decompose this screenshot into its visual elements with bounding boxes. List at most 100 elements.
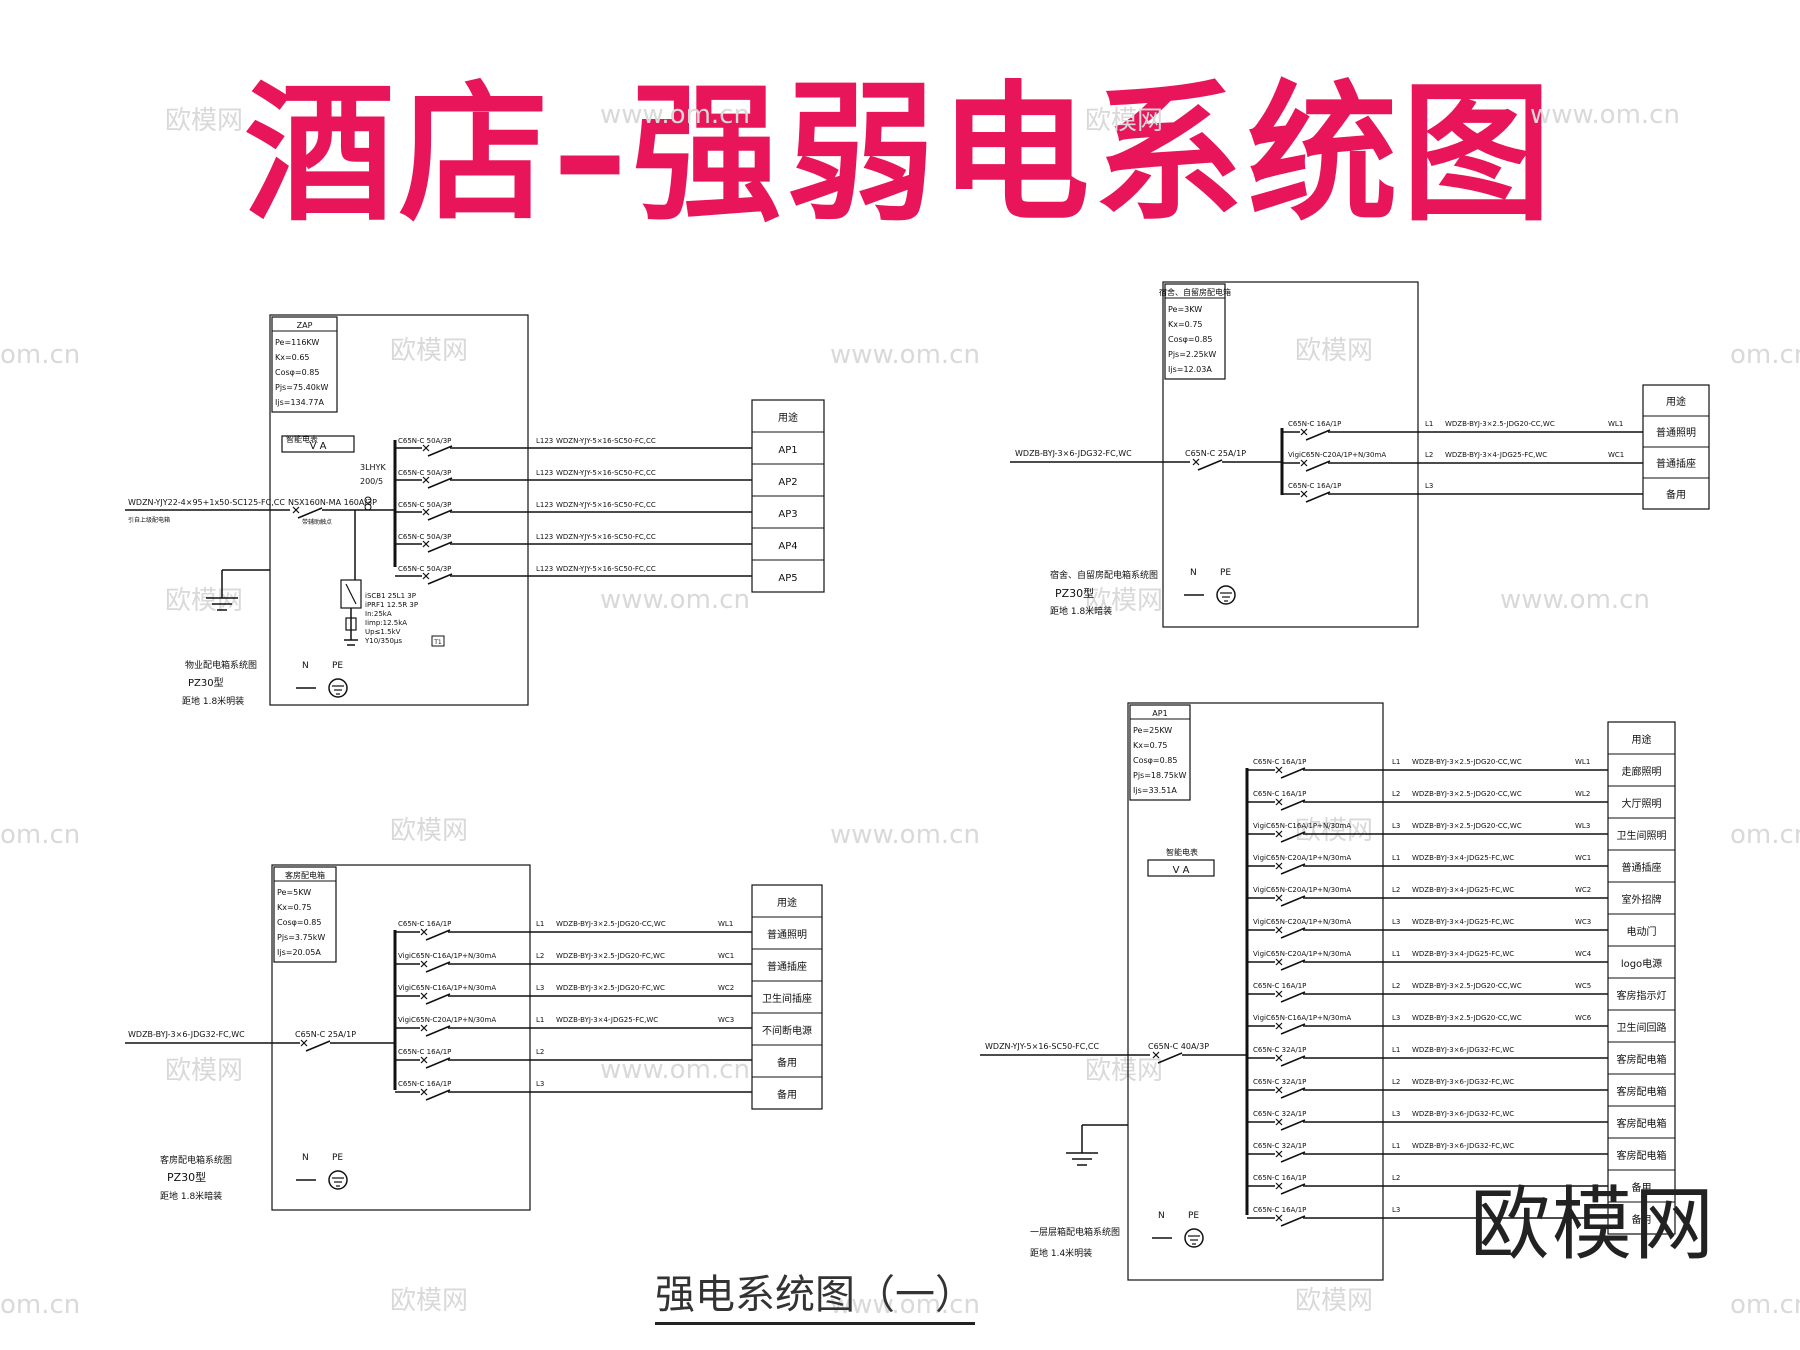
branch-cable: WDZB-BYJ-3×2.5-JDG20-CC,WC <box>1412 822 1522 830</box>
breaker-contact <box>420 928 428 936</box>
breaker-contact <box>422 508 430 516</box>
branch-breaker: VigiC65N-C20A/1P+N/30mA <box>1253 854 1351 862</box>
breaker-blade <box>1280 767 1306 779</box>
branch-breaker: VigiC65N-C20A/1P+N/30mA <box>1253 918 1351 926</box>
watermark: 欧模网 <box>390 1286 469 1316</box>
param-text: Pe=116KW <box>275 338 319 347</box>
branch-cable: WDZN-YJY-5×16-SC50-FC,CC <box>556 533 656 541</box>
branch-circuit: WC1 <box>718 952 734 960</box>
branch-cable: WDZB-BYJ-3×4-JDG25-FC,WC <box>1445 451 1547 459</box>
spd-fuse <box>345 617 357 631</box>
use-cell: 备用 <box>1632 1181 1652 1194</box>
meter-box <box>281 435 355 453</box>
watermark: 欧模网 <box>390 816 469 846</box>
branch-cable: WDZB-BYJ-3×6-JDG32-FC,WC <box>1412 1142 1514 1150</box>
branch-cable: WDZB-BYJ-3×4-JDG25-FC,WC <box>1412 854 1514 862</box>
branch-phase: L123 <box>536 501 553 509</box>
meter-label: 智能电表 <box>1166 847 1198 857</box>
n-label: N <box>302 661 309 671</box>
panel-dorm: 宿舍、自留房配电箱Pe=3KWKx=0.75Cosφ=0.85Pjs=2.25k… <box>1010 281 1710 628</box>
spd-text: In:25kA <box>365 610 392 618</box>
branch-breaker: C65N-C 16A/1P <box>1253 1206 1306 1214</box>
branch-breaker: C65N-C 16A/1P <box>1253 1174 1306 1182</box>
panel-enclosure <box>1162 281 1419 628</box>
branch-cable: WDZB-BYJ-3×4-JDG25-FC,WC <box>556 1016 658 1024</box>
breaker-contact <box>420 992 428 1000</box>
branch-breaker: C65N-C 32A/1P <box>1253 1046 1306 1054</box>
branch-circuit: WC3 <box>1575 918 1591 926</box>
breaker-blade <box>1280 959 1306 971</box>
branch-cable: WDZB-BYJ-3×2.5-JDG20-FC,WC <box>556 952 665 960</box>
watermark: www.om.cn <box>1530 100 1680 130</box>
branch-breaker: C65N-C 16A/1P <box>1288 482 1341 490</box>
breaker-contact <box>1275 894 1283 902</box>
watermark: www.om.cn <box>600 100 750 130</box>
branch-circuit: WC2 <box>718 984 734 992</box>
param-text: Ijs=20.05A <box>277 948 321 957</box>
param-text: Ijs=134.77A <box>275 398 324 407</box>
branch-phase: L1 <box>536 1016 544 1024</box>
branch-breaker: VigiC65N-C16A/1P+N/30mA <box>398 984 496 992</box>
spd-tag: T1 <box>433 639 442 646</box>
breaker-contact <box>420 960 428 968</box>
panel-enclosure <box>271 864 531 1211</box>
branch-cable: WDZB-BYJ-3×6-JDG32-FC,WC <box>1412 1046 1514 1054</box>
use-cell: AP1 <box>778 445 797 456</box>
breaker-blade <box>1280 1151 1306 1163</box>
pe-label: PE <box>1220 568 1231 578</box>
branch-phase: L3 <box>1392 822 1400 830</box>
use-cell: AP5 <box>778 573 797 584</box>
spd-text: iSCB1 25L1 3P <box>365 592 416 600</box>
breaker-contact <box>1275 1086 1283 1094</box>
incoming-cable: WDZN-YJY-5×16-SC50-FC,CC <box>985 1042 1099 1051</box>
panel-caption: PZ30型 <box>188 676 224 689</box>
use-cell: 走廊照明 <box>1622 765 1662 778</box>
branch-breaker: VigiC65N-C16A/1P+N/30mA <box>1253 1014 1351 1022</box>
branch-phase: L1 <box>1392 758 1400 766</box>
box-label: AP1 <box>1152 709 1167 718</box>
breaker-blade <box>1280 1183 1306 1195</box>
watermark: www.om.cn <box>600 585 750 615</box>
use-cell: AP3 <box>778 509 797 520</box>
panel-caption: 物业配电箱系统图 <box>185 659 257 671</box>
use-header: 用途 <box>1632 733 1652 746</box>
use-cell: 电动门 <box>1627 925 1657 938</box>
breaker-blade <box>425 961 451 973</box>
param-text: Pjs=3.75kW <box>277 933 325 942</box>
breaker-contact <box>1275 798 1283 806</box>
use-cell: AP4 <box>778 541 797 552</box>
panel-caption: PZ30型 <box>167 1170 206 1184</box>
use-cell: 普通插座 <box>767 960 807 973</box>
panel-caption: 一层层箱配电箱系统图 <box>1030 1226 1120 1238</box>
branch-circuit: WC1 <box>1575 854 1591 862</box>
param-text: Ijs=12.03A <box>1168 365 1212 374</box>
branch-breaker: C65N-C 16A/1P <box>1253 758 1306 766</box>
branch-breaker: VigiC65N-C20A/1P+N/30mA <box>1253 886 1351 894</box>
branch-phase: L3 <box>1425 482 1433 490</box>
breaker-blade <box>425 929 451 941</box>
watermark: 欧模网 <box>390 336 469 366</box>
watermark: www.om.cn <box>830 1290 980 1320</box>
pe-terminal-icon <box>1184 1228 1204 1248</box>
watermark: 欧模网 <box>165 106 244 136</box>
breaker-contact <box>292 506 300 514</box>
branch-cable: WDZB-BYJ-3×2.5-JDG20-CC,WC <box>556 920 666 928</box>
ct-icon <box>364 496 372 504</box>
breaker-blade <box>425 1025 451 1037</box>
n-label: N <box>1158 1211 1165 1221</box>
footer-caption: 强电系统图（一） <box>655 1262 975 1325</box>
branch-breaker: C65N-C 16A/1P <box>1253 982 1306 990</box>
branch-phase: L1 <box>1425 420 1433 428</box>
branch-cable: WDZB-BYJ-3×2.5-JDG20-FC,WC <box>556 984 665 992</box>
param-text: Pjs=18.75kW <box>1133 771 1186 780</box>
branch-circuit: WC5 <box>1575 982 1591 990</box>
param-text: Pe=5KW <box>277 888 311 897</box>
pe-label: PE <box>1188 1211 1199 1221</box>
branch-phase: L3 <box>1392 1206 1400 1214</box>
n-label: N <box>1190 568 1197 578</box>
use-cell: logo电源 <box>1621 957 1662 970</box>
box-label: 宿舍、自留房配电箱 <box>1159 287 1231 297</box>
watermark: om.cn <box>1730 820 1800 850</box>
panel-enclosure <box>1127 702 1384 1281</box>
breaker-contact <box>1275 1182 1283 1190</box>
